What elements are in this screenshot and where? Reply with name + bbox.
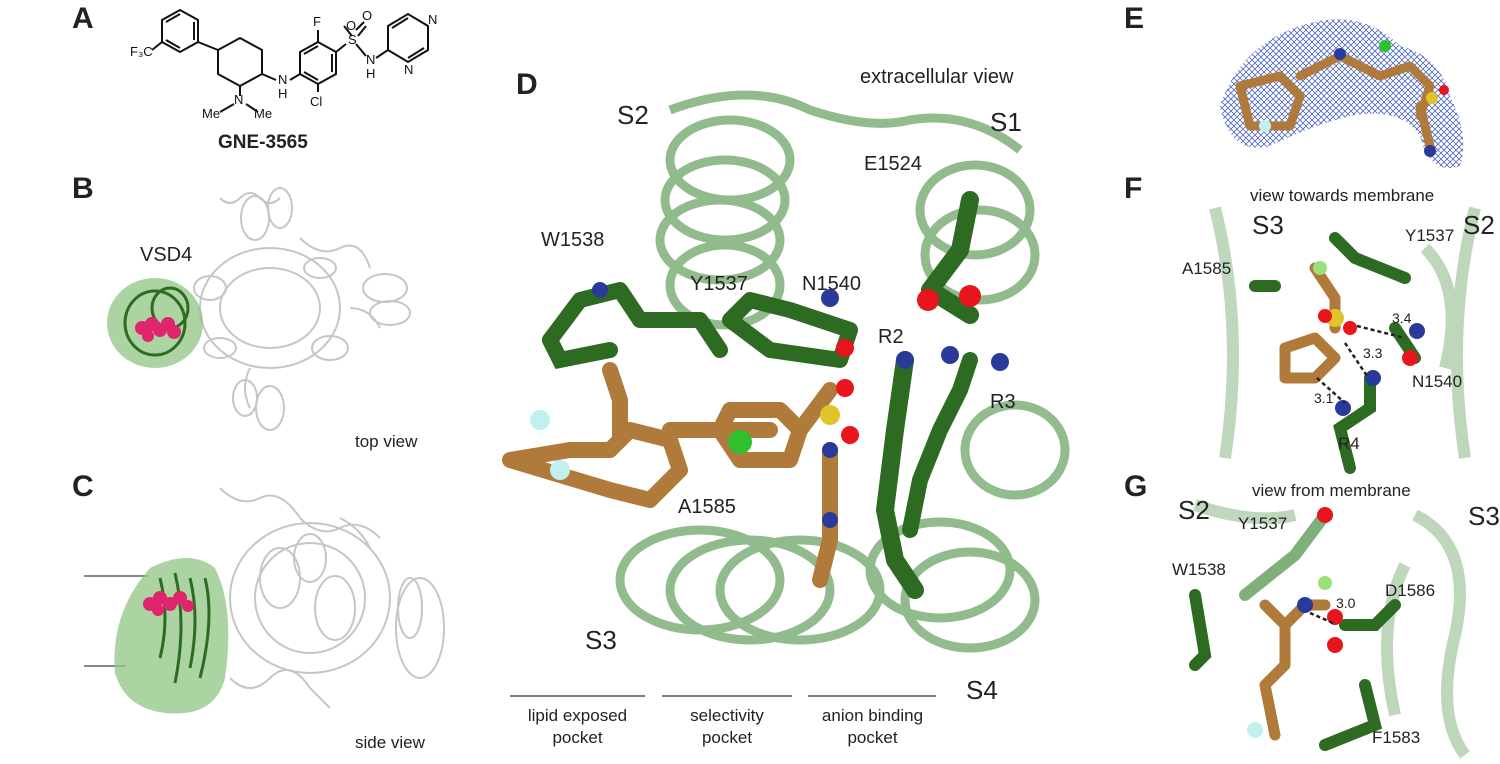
- g-distance-1: 3.0: [1336, 595, 1356, 611]
- panel-label-g: G: [1124, 470, 1148, 503]
- segment-s4: S4: [966, 675, 998, 705]
- residue-e1524: E1524: [864, 153, 922, 175]
- panel-label-b: B: [72, 172, 94, 205]
- view-from-membrane-label: view from membrane: [1252, 481, 1411, 500]
- electron-density-map: [1220, 19, 1464, 169]
- residue-a1585: A1585: [678, 496, 736, 518]
- atom-o2: O: [362, 8, 372, 23]
- chemical-structure: F₃C F O O S N H N N N H Cl N Me Me: [130, 8, 437, 121]
- residue-r3: R3: [990, 391, 1016, 413]
- side-view-structure: [84, 487, 445, 714]
- atom-o1: O: [346, 18, 356, 33]
- g-residue-y1537: Y1537: [1238, 514, 1288, 533]
- atom-nme: N: [234, 92, 243, 107]
- from-membrane-structure: [1189, 499, 1470, 759]
- atom-ring-n2: N: [428, 12, 437, 27]
- extracellular-view-label: extracellular view: [860, 66, 1014, 88]
- f-residue-r4: R4: [1338, 434, 1360, 453]
- g-residue-w1538: W1538: [1172, 560, 1226, 579]
- panel-label-a: A: [72, 2, 94, 35]
- atom-me2: Me: [254, 106, 272, 121]
- f-residue-y1537: Y1537: [1405, 226, 1455, 245]
- compound-name: GNE-3565: [218, 132, 308, 153]
- f-residue-a1585: A1585: [1182, 259, 1232, 278]
- atom-me1: Me: [202, 106, 220, 121]
- g-segment-s2: S2: [1178, 495, 1210, 525]
- g-residue-f1583: F1583: [1372, 728, 1421, 747]
- segment-s1: S1: [990, 107, 1022, 137]
- atom-nh: N: [278, 72, 287, 87]
- f-segment-s3: S3: [1252, 210, 1284, 240]
- segment-s3: S3: [585, 625, 617, 655]
- atom-ring-n1: N: [404, 62, 413, 77]
- f-distance-1: 3.4: [1392, 310, 1412, 326]
- g-residue-d1586: D1586: [1385, 581, 1436, 600]
- panel-label-f: F: [1124, 172, 1143, 205]
- atom-h1: H: [366, 66, 375, 81]
- atom-cl: Cl: [310, 94, 322, 109]
- extracellular-view-structure: [502, 90, 1070, 697]
- vsd4-label: VSD4: [140, 244, 193, 266]
- atom-n-sulfonamide: N: [366, 52, 375, 67]
- panel-label-e: E: [1124, 2, 1145, 35]
- residue-w1538: W1538: [541, 229, 605, 251]
- membrane-view-structure: [1209, 206, 1481, 474]
- f-distance-3: 3.1: [1314, 390, 1334, 406]
- residue-r2: R2: [878, 326, 904, 348]
- segment-s2: S2: [617, 100, 649, 130]
- residue-n1540: N1540: [802, 273, 861, 295]
- residue-y1537: Y1537: [690, 273, 748, 295]
- atom-cf3: F₃C: [130, 44, 153, 59]
- f-residue-n1540: N1540: [1412, 372, 1463, 391]
- top-view-label: top view: [355, 432, 418, 451]
- atom-s: S: [348, 32, 357, 47]
- f-distance-2: 3.3: [1363, 345, 1383, 361]
- panel-label-c: C: [72, 470, 94, 503]
- side-view-label: side view: [355, 733, 425, 752]
- panel-label-d: D: [516, 68, 538, 101]
- top-view-structure: [107, 187, 411, 431]
- atom-h2: H: [278, 86, 287, 101]
- view-towards-membrane-label: view towards membrane: [1250, 186, 1435, 205]
- f-segment-s2: S2: [1463, 210, 1495, 240]
- atom-f: F: [313, 14, 321, 29]
- g-segment-s3: S3: [1468, 501, 1500, 531]
